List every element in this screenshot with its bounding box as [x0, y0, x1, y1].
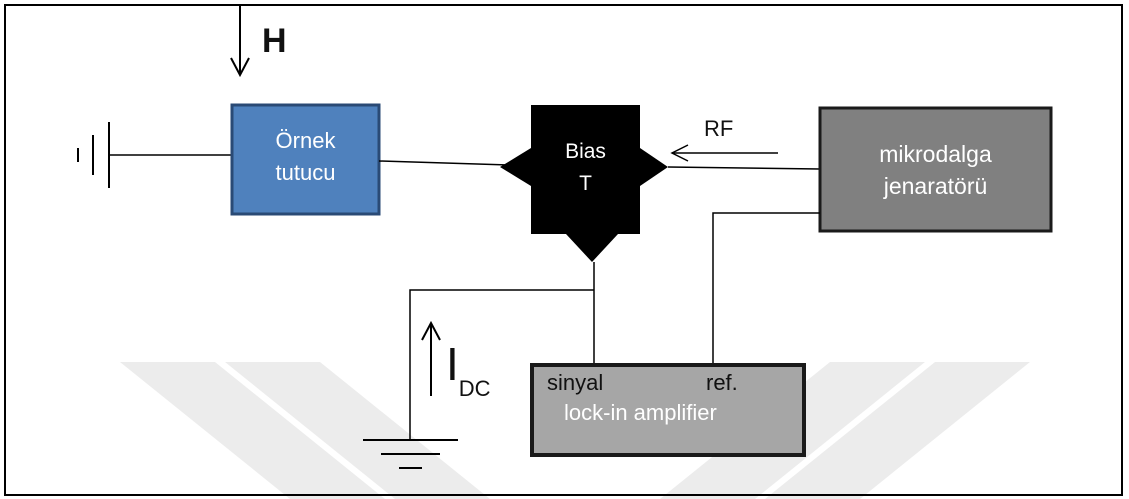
- generator-line2: jenaratörü: [883, 173, 988, 199]
- field-label: H: [262, 22, 287, 60]
- current-arrow: [421, 320, 441, 396]
- bias-tee-line2: T: [579, 172, 592, 195]
- ground-symbol-left: [77, 122, 110, 188]
- wire-holder-to-bias: [378, 160, 511, 166]
- rf-arrow: [670, 144, 778, 162]
- sample-holder-line2: tutucu: [275, 160, 336, 185]
- wire-generator-to-bias: [667, 166, 821, 170]
- outer-frame: [4, 4, 1123, 496]
- current-label: IDC: [446, 341, 491, 412]
- generator-box: [818, 106, 1053, 233]
- rf-label: RF: [704, 116, 734, 141]
- bias-tee-line1: Bias: [565, 140, 606, 163]
- current-label-main: I: [446, 338, 459, 390]
- wire-dc-branch: [409, 289, 594, 440]
- wire-generator-to-lockin-ref: [712, 212, 820, 365]
- bias-tee-label: Bias T: [531, 136, 640, 200]
- bias-tee-left-arrow: [500, 148, 531, 186]
- lockin-signal-port: sinyal: [547, 370, 604, 395]
- bias-tee-bottom-arrow: [566, 234, 618, 262]
- lockin-ref-port: ref.: [706, 370, 738, 395]
- sample-holder-box: [230, 103, 381, 216]
- sample-holder-line1: Örnek: [275, 128, 336, 153]
- field-arrow: [230, 5, 250, 78]
- bias-tee-right-arrow: [640, 148, 668, 186]
- generator-label: mikrodalga jenaratörü: [820, 138, 1051, 202]
- lockin-title: lock-in amplifier: [564, 400, 717, 425]
- bias-tee-box: [531, 105, 640, 234]
- current-label-sub: DC: [458, 376, 491, 401]
- sample-holder-label: Örnek tutucu: [232, 125, 379, 189]
- generator-line1: mikrodalga: [879, 141, 992, 167]
- ground-symbol-bottom: [363, 439, 458, 469]
- lockin-box: [530, 363, 806, 457]
